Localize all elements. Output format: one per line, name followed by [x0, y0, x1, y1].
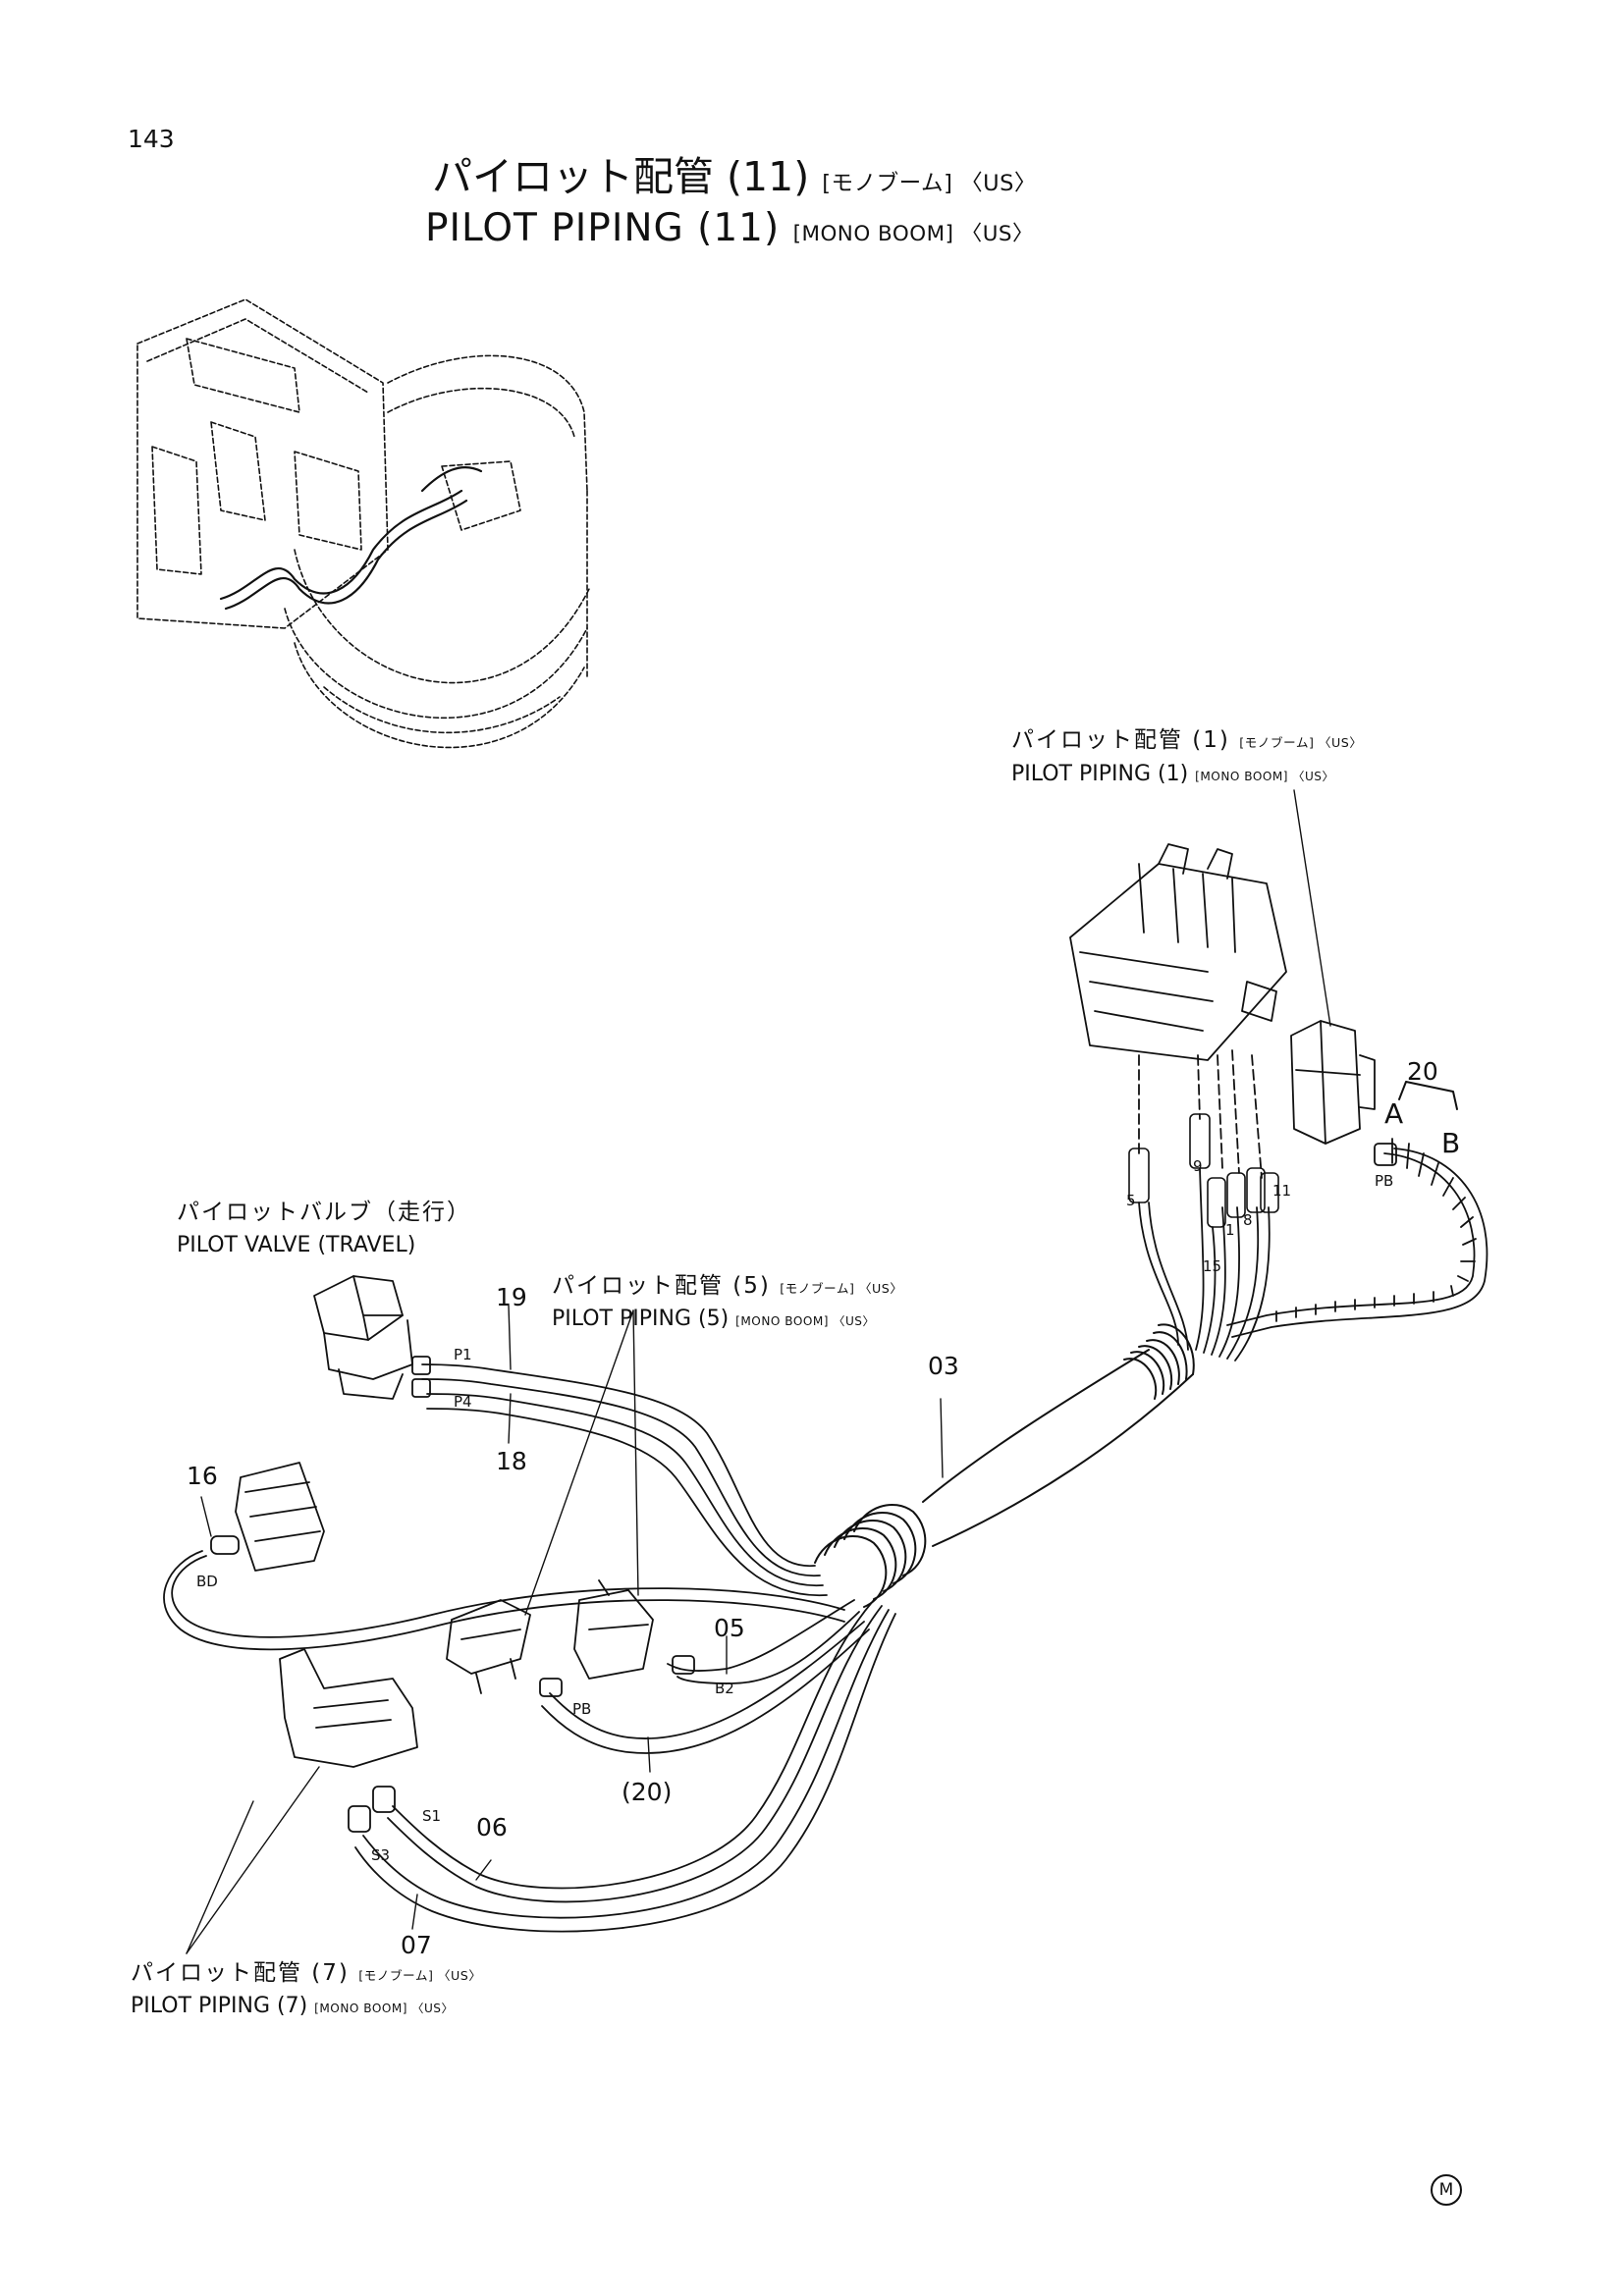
port-label-p4: P4 [454, 1393, 472, 1411]
m-mark-icon: M [1431, 2174, 1462, 2206]
part-number-19: 19 [496, 1283, 527, 1311]
machine-overview-illustration [136, 298, 590, 749]
hose-tag-9: 9 [1193, 1157, 1203, 1175]
callout-pp5-jp-main: パイロット配管 (5) [552, 1273, 771, 1299]
callout-pp1-en: PILOT PIPING (1) [MONO BOOM] 〈US〉 [1011, 762, 1335, 786]
title-jp-sub: [モノブーム] 〈US〉 [822, 171, 1037, 196]
part-number-06: 06 [476, 1813, 508, 1842]
port-label-b: B [1441, 1127, 1461, 1159]
part-number-16: 16 [187, 1462, 218, 1490]
part-number-20-ref: (20) [622, 1778, 673, 1806]
callout-pp1-jp: パイロット配管 (1) [モノブーム] 〈US〉 [1011, 727, 1363, 753]
part-number-07: 07 [401, 1931, 432, 1959]
bracket-16 [210, 1462, 325, 1572]
callout-pp5-jp: パイロット配管 (5) [モノブーム] 〈US〉 [552, 1273, 903, 1299]
callout-pp5-en: PILOT PIPING (5) [MONO BOOM] 〈US〉 [552, 1307, 876, 1331]
hose-20-protected [1226, 1138, 1488, 1338]
port-label-s3: S3 [371, 1846, 391, 1864]
ab-bracket [1398, 1081, 1458, 1110]
travel-pilot-valve [313, 1275, 431, 1400]
valve-hose-fittings [1128, 1113, 1279, 1228]
shuttle-valve-1 [446, 1599, 531, 1694]
hose-tag-11: 11 [1272, 1182, 1292, 1200]
hoses-to-pilot-piping-7 [354, 1599, 896, 1933]
part-number-18: 18 [496, 1447, 527, 1475]
callout-pp1-en-sub: [MONO BOOM] 〈US〉 [1195, 770, 1335, 783]
callout-pp5-jp-sub: [モノブーム] 〈US〉 [780, 1281, 903, 1296]
hose-tag-5: 5 [1126, 1192, 1136, 1209]
hose-tag-15: 15 [1203, 1257, 1222, 1275]
page-number: 143 [128, 125, 175, 153]
hose-tag-8: 8 [1243, 1211, 1253, 1229]
callout-pp7-jp: パイロット配管 (7) [モノブーム] 〈US〉 [131, 1960, 482, 1986]
callout-pp1-jp-sub: [モノブーム] 〈US〉 [1239, 735, 1363, 750]
valve-hoses [1138, 1049, 1271, 1362]
part-number-05: 05 [714, 1614, 745, 1642]
part-number-03: 03 [928, 1352, 959, 1380]
pilot-valve-upper [1290, 1020, 1376, 1145]
title-en-main: PILOT PIPING (11) [425, 206, 781, 250]
callout-pp5-en-sub: [MONO BOOM] 〈US〉 [735, 1314, 876, 1328]
callout-pp7-en-main: PILOT PIPING (7) [131, 1994, 308, 2018]
cab-hose-bundle [219, 466, 483, 611]
callout-pp1-jp-main: パイロット配管 (1) [1011, 727, 1230, 753]
port-label-pb-lower: PB [572, 1700, 592, 1718]
hose-16-loop [163, 1550, 845, 1651]
hoses-to-travel-valve [421, 1363, 828, 1596]
callout-pilot-valve-en: PILOT VALVE (TRAVEL) [177, 1233, 416, 1257]
callout-pp7-en: PILOT PIPING (7) [MONO BOOM] 〈US〉 [131, 1994, 455, 2018]
callout-pp7-en-sub: [MONO BOOM] 〈US〉 [314, 2002, 455, 2015]
hoses-to-pilot-piping-5 [541, 1599, 870, 1754]
port-label-b2: B2 [715, 1680, 734, 1697]
callout-pp1-en-main: PILOT PIPING (1) [1011, 762, 1189, 786]
port-label-s1: S1 [422, 1807, 442, 1825]
callout-pilot-valve-jp: パイロットバルブ（走行） [177, 1200, 471, 1225]
callout-pp5-en-main: PILOT PIPING (5) [552, 1307, 730, 1331]
control-valve [1069, 843, 1287, 1061]
port-label-bd: BD [196, 1573, 218, 1590]
port-label-p1: P1 [454, 1346, 472, 1363]
shuttle-valve-2 [539, 1579, 695, 1697]
hose-tag-1: 1 [1225, 1221, 1235, 1239]
port-label-pb-upper: PB [1375, 1172, 1394, 1190]
callout-pp7-jp-sub: [モノブーム] 〈US〉 [358, 1968, 482, 1983]
bracket-pilot-piping-7 [279, 1648, 418, 1833]
leader-lines [186, 789, 1331, 1954]
title-japanese: パイロット配管 (11) [モノブーム] 〈US〉 [432, 153, 1037, 200]
bundle-sleeve-lower [814, 1503, 927, 1608]
part-number-20: 20 [1407, 1057, 1438, 1086]
main-bundle-03 [922, 1323, 1195, 1547]
title-jp-main: パイロット配管 (11) [432, 153, 810, 200]
title-en-sub: [MONO BOOM] 〈US〉 [792, 222, 1034, 246]
port-label-a: A [1384, 1097, 1404, 1130]
title-english: PILOT PIPING (11) [MONO BOOM] 〈US〉 [425, 206, 1034, 250]
callout-pp7-jp-main: パイロット配管 (7) [131, 1960, 350, 1986]
